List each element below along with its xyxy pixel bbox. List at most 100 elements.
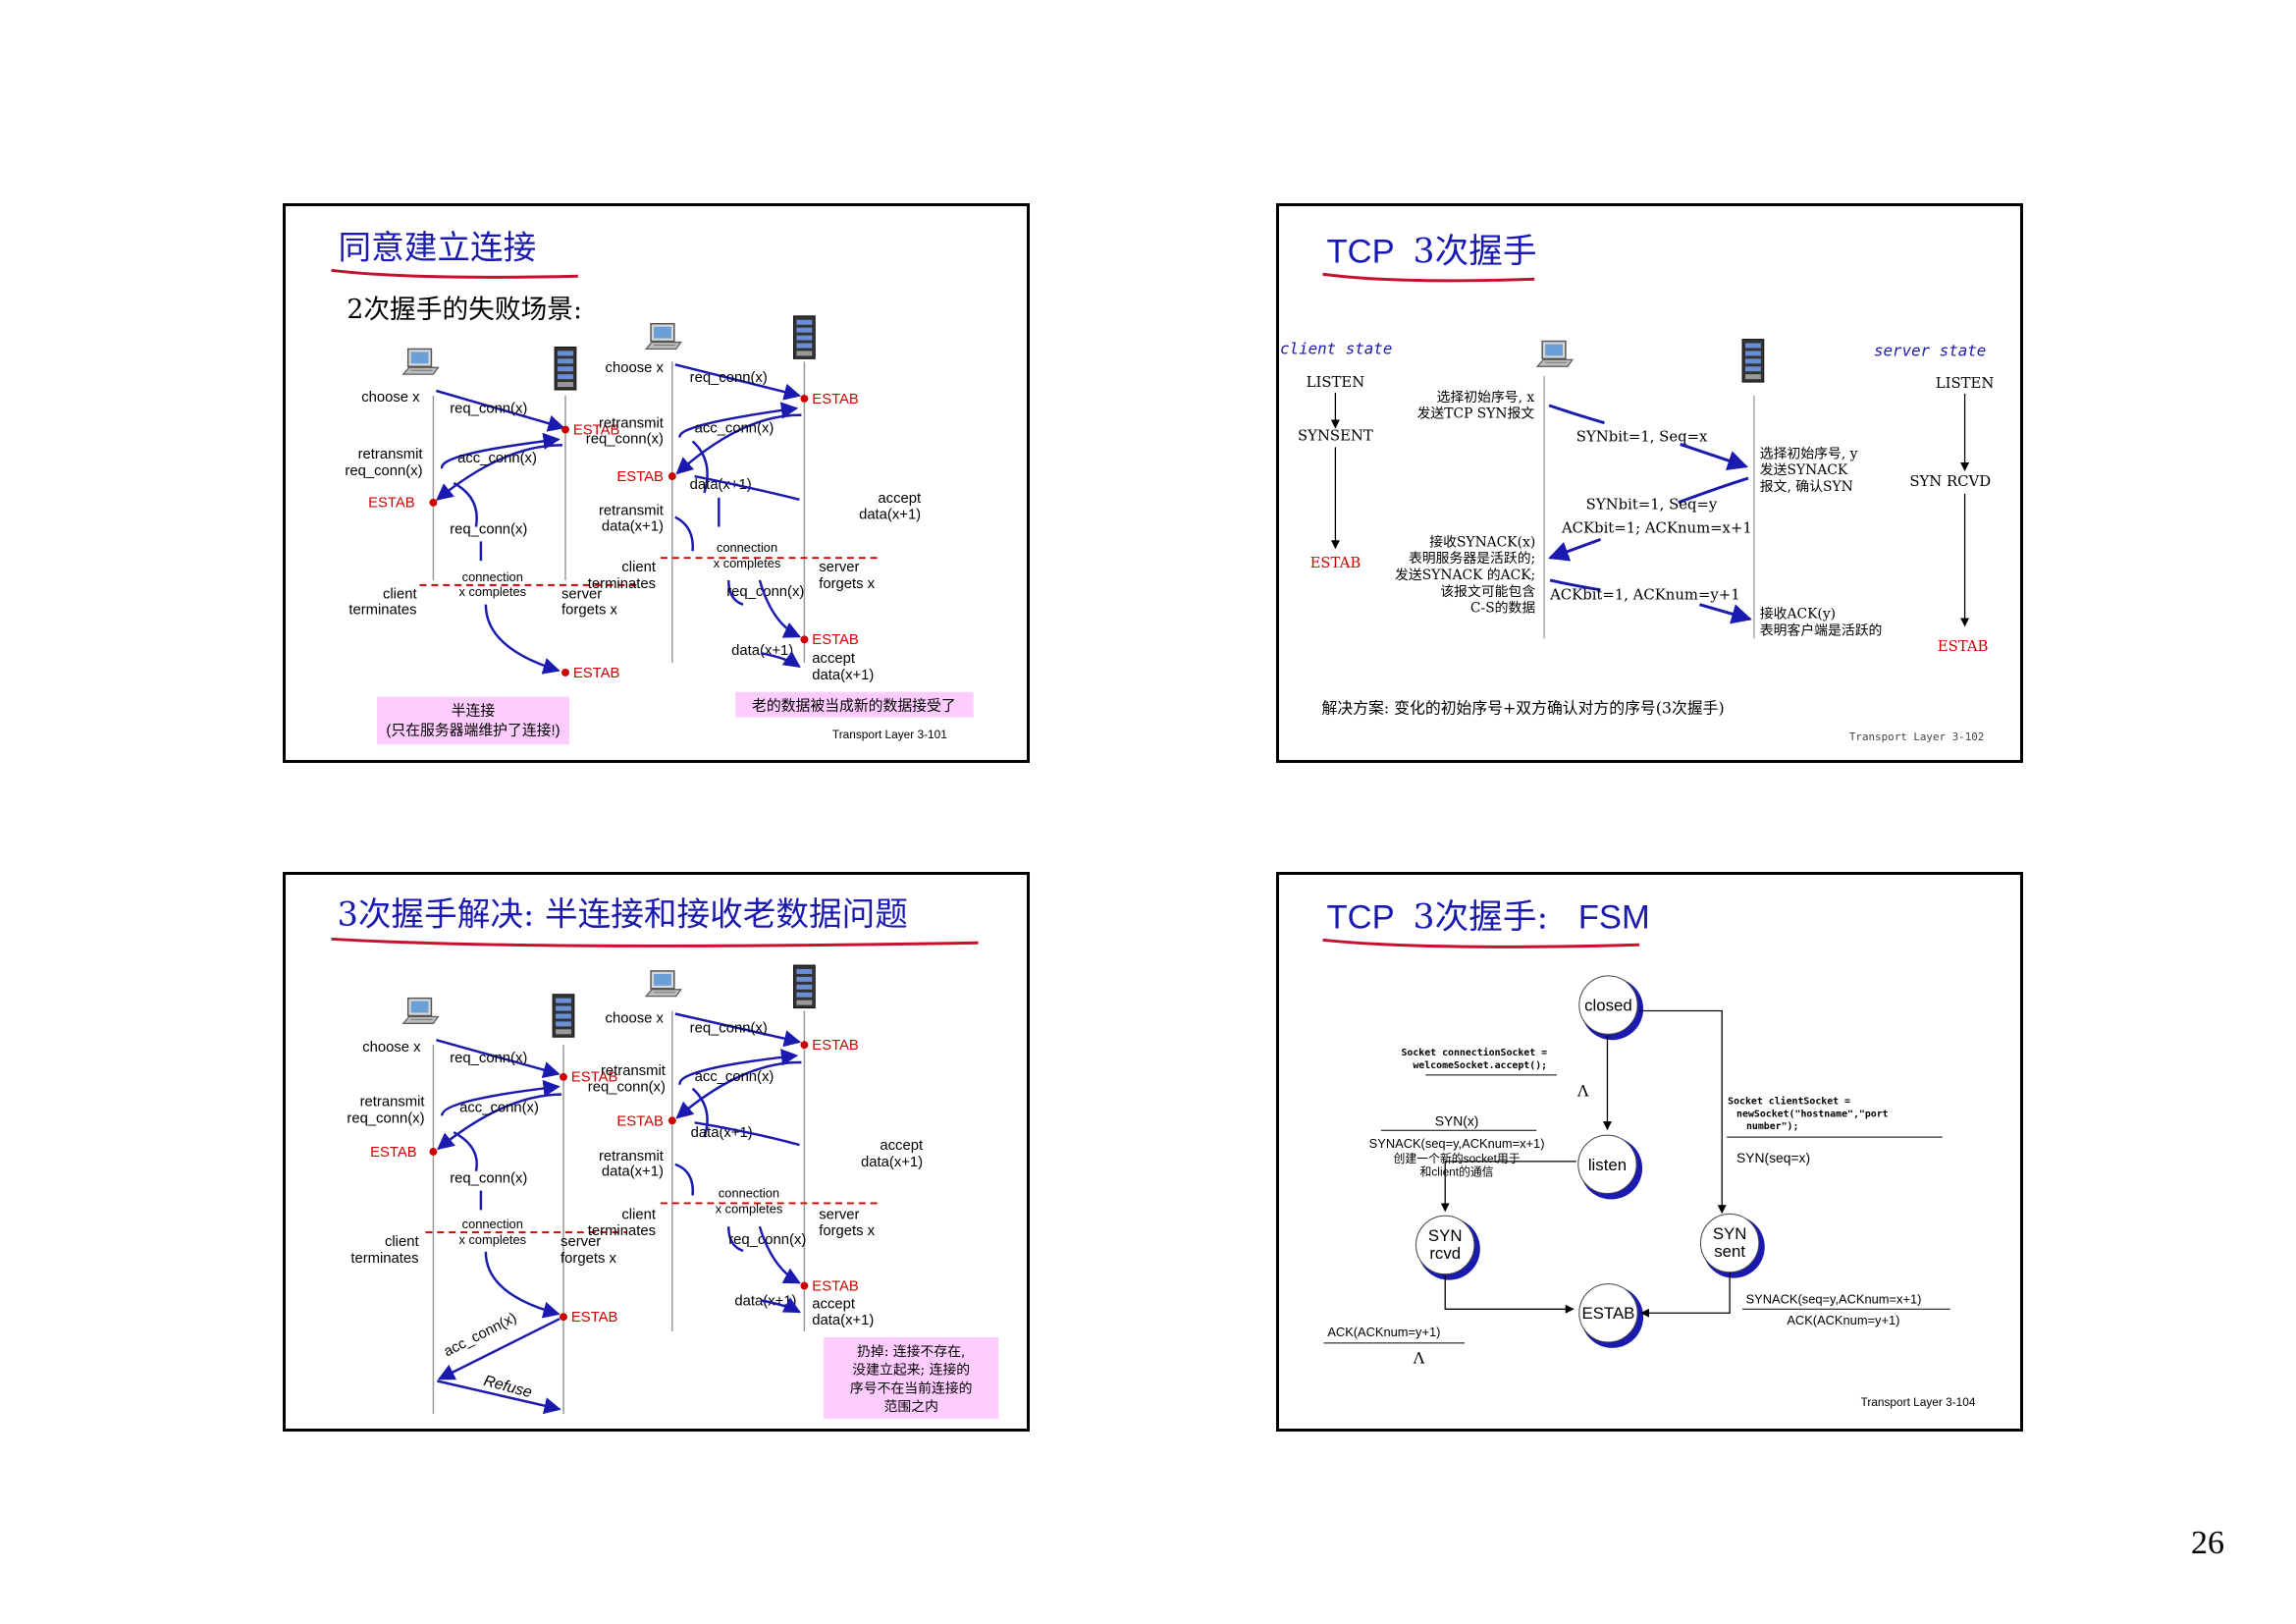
estab-label: ESTAB (812, 632, 859, 648)
msg-label: req_conn(x) (690, 370, 768, 386)
client-laptop-icon (645, 970, 682, 998)
accept-label: data(x+1) (812, 668, 874, 683)
retransmit-label: req_conn(x) (345, 463, 422, 479)
slide-footer: Transport Layer 3-101 (832, 728, 947, 741)
note-label: x completes (458, 584, 526, 599)
slide-3-101: 同意建立连接 2次握手的失败场景: choose x req_conn(x) E… (283, 203, 1030, 763)
annotation: 发送SYNACK (1760, 462, 1848, 478)
retransmit-label: retransmit (601, 1063, 667, 1079)
annotation: C-S的数据 (1470, 601, 1535, 617)
msg-label: req_conn(x) (450, 1051, 527, 1066)
annotation: 报文, 确认SYN (1760, 479, 1853, 495)
server-icon (793, 964, 816, 1009)
retransmit-label: req_conn(x) (347, 1110, 424, 1126)
client-label: client (621, 1207, 656, 1222)
client-label: terminates (350, 1251, 418, 1267)
msg-label: SYNbit=1, Seq=y (1586, 497, 1718, 514)
note-box (824, 1336, 999, 1420)
slide-title: 同意建立连接 (338, 228, 536, 266)
scenario-half-open: choose x req_conn(x) ESTAB retransmit re… (345, 346, 637, 745)
estab-label: ESTAB (616, 1113, 664, 1129)
server-icon (552, 994, 575, 1038)
accept-label: accept (880, 1138, 924, 1154)
annotation: 接收ACK(y) (1760, 606, 1836, 623)
msg-label: acc_conn(x) (695, 421, 774, 437)
retransmit-label: data(x+1) (602, 1164, 664, 1180)
note-label: x completes (714, 556, 781, 570)
code-label: Socket clientSocket = (1728, 1096, 1850, 1108)
title-underline (331, 268, 578, 279)
server-label: forgets x (561, 603, 617, 619)
code-label: welcomeSocket.accept(); (1413, 1060, 1547, 1071)
state-label: LISTEN (1307, 374, 1365, 391)
state-listen: listen (1577, 1134, 1643, 1200)
solution-text: 解决方案: 变化的初始序号+双方确认对方的序号(3次握手) (1322, 699, 1725, 718)
server-label: server (819, 560, 859, 575)
annotation: 接收SYNACK(x) (1429, 533, 1535, 550)
state-label: SYN RCVD (1909, 473, 1991, 490)
slide-title-fsm: FSM (1578, 898, 1650, 936)
note-label: x completes (716, 1201, 783, 1216)
title-underline (331, 937, 979, 947)
transition-label: ACK(ACKnum=y+1) (1787, 1313, 1899, 1327)
state-label: ESTAB (1938, 638, 1989, 655)
client-label: client (383, 587, 417, 603)
scenario-old-data: choose x req_conn(x) ESTAB retransmit re… (586, 315, 974, 718)
server-label: forgets x (561, 1251, 616, 1267)
msg-label: req_conn(x) (450, 521, 527, 537)
retransmit-label: retransmit (599, 504, 665, 519)
note-text: (只在服务器端维护了连接!) (386, 722, 560, 738)
client-laptop-icon (1536, 340, 1574, 368)
client-label: terminates (348, 603, 416, 619)
client-laptop-icon (401, 348, 440, 375)
client-label: client (621, 560, 656, 575)
msg-label: SYNbit=1, Seq=x (1576, 428, 1708, 445)
slide-title: 3次握手解决: 半连接和接收老数据问题 (337, 894, 907, 933)
accept-label: data(x+1) (859, 508, 921, 523)
estab-label: ESTAB (370, 1145, 417, 1161)
transition-label: SYNACK(seq=y,ACKnum=x+1) (1746, 1291, 1922, 1306)
annotation: 该报文可能包含 (1440, 584, 1535, 600)
page-number: 26 (2191, 1525, 2224, 1561)
msg-label: req_conn(x) (450, 1171, 527, 1187)
transition-label: SYN(seq=x) (1736, 1150, 1810, 1165)
estab-label: ESTAB (812, 1038, 859, 1054)
annotation: 表明客户端是活跃的 (1760, 622, 1883, 638)
state-syn-rcvd: SYN rcvd (1415, 1215, 1480, 1280)
accept-label: data(x+1) (861, 1155, 923, 1170)
estab-label: ESTAB (616, 469, 664, 485)
msg-label: acc_conn(x) (457, 451, 537, 466)
state-syn-sent: SYN sent (1699, 1213, 1765, 1278)
state-label: SYN (1428, 1226, 1463, 1245)
note-text: 半连接 (452, 702, 496, 719)
msg-label: ACKbit=1, ACKnum=y+1 (1549, 587, 1740, 604)
msg-label: acc_conn(x) (442, 1310, 519, 1360)
msg-label: data(x+1) (690, 477, 752, 493)
client-label: client (385, 1234, 419, 1250)
slide-footer: Transport Layer 3-104 (1861, 1395, 1976, 1409)
estab-label: ESTAB (571, 1310, 618, 1326)
retransmit-label: retransmit (358, 447, 424, 462)
lambda-label: Λ (1576, 1082, 1589, 1101)
note-text: 老的数据被当成新的数据接受了 (752, 698, 956, 715)
msg-label: ACKbit=1; ACKnum=x+1 (1561, 519, 1752, 536)
annotation: 选择初始序号, y (1760, 445, 1858, 461)
annotation: 选择初始序号, x (1437, 389, 1535, 406)
accept-label: accept (812, 1296, 856, 1312)
state-closed: closed (1578, 975, 1644, 1041)
state-label: SYN (1713, 1224, 1747, 1243)
slide-3-103: 3次握手解决: 半连接和接收老数据问题 choose x req_conn(x)… (283, 872, 1030, 1432)
note-label: connection (462, 1217, 523, 1231)
choose-label: choose x (606, 1010, 665, 1026)
transition-label: SYNACK(seq=y,ACKnum=x+1) (1369, 1136, 1545, 1151)
note-box (377, 696, 569, 745)
transition-label: 创建一个新的socket用于 (1394, 1152, 1521, 1165)
server-icon (554, 346, 577, 391)
annotation: 发送TCP SYN报文 (1417, 406, 1535, 422)
slide-3-104: TCP 3次握手: FSM closed listen SYN rcvd SYN… (1276, 872, 2023, 1432)
slide-title-tcp: TCP (1327, 233, 1395, 270)
slide-subtitle: 2次握手的失败场景: (347, 295, 582, 325)
note-label: connection (717, 540, 777, 555)
transition-label: SYN(x) (1435, 1112, 1479, 1128)
note-label: connection (719, 1186, 779, 1201)
